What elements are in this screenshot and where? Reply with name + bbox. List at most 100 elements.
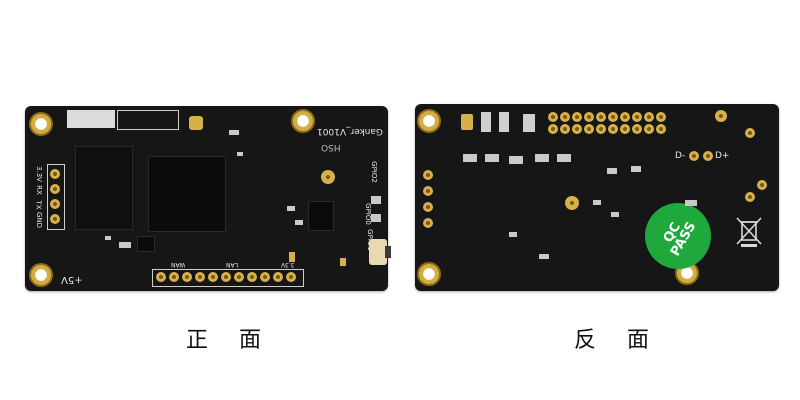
front-caption: 正 面 <box>186 328 273 353</box>
qc-sticker-text: QC PASS <box>654 207 703 265</box>
smd-component <box>371 214 381 222</box>
header-pin <box>50 169 60 179</box>
pad-small <box>189 116 203 130</box>
header-pin <box>182 272 192 282</box>
silkscreen-block <box>67 110 115 128</box>
main-processor-chip <box>148 156 226 232</box>
header-pin <box>50 184 60 194</box>
board-marking: HSO <box>321 142 341 152</box>
top-pad <box>644 124 654 134</box>
usb-pad <box>689 151 699 161</box>
header-pin <box>260 272 270 282</box>
top-pad <box>560 112 570 122</box>
mounting-hole-top-right <box>715 110 727 122</box>
header-pin <box>247 272 257 282</box>
top-pad <box>572 124 582 134</box>
smd-component <box>119 242 131 248</box>
header-pin <box>273 272 283 282</box>
power-label: +5V <box>61 274 83 285</box>
pad-large <box>523 114 535 132</box>
smd-component <box>539 254 549 259</box>
smd-component <box>685 200 697 206</box>
top-pad <box>632 124 642 134</box>
top-pad <box>608 124 618 134</box>
bottom-header-outline <box>152 269 304 287</box>
left-header-outline <box>47 164 65 230</box>
mounting-hole-bottom-left <box>417 262 441 286</box>
top-pad <box>656 112 666 122</box>
usb-pad <box>703 151 713 161</box>
header-pin <box>234 272 244 282</box>
smd-component <box>557 154 571 162</box>
smd-component <box>340 258 346 266</box>
edge-pad <box>745 192 755 202</box>
top-pad <box>548 124 558 134</box>
header-label-lan: LAN <box>226 261 239 268</box>
antenna-pad <box>321 170 335 184</box>
side-pad <box>423 218 433 228</box>
smd-component <box>463 154 477 162</box>
top-pad <box>632 112 642 122</box>
usb-label-dplus: D+ <box>715 151 730 161</box>
crossed-bin-icon <box>735 214 763 248</box>
top-pad <box>596 124 606 134</box>
front-board: 3.3V RX TX GND +5V Ganker_V1001 HSO GPIO… <box>25 106 391 291</box>
header-pin <box>195 272 205 282</box>
usb-label-dminus: D- <box>675 151 686 161</box>
qc-pass-sticker: QC PASS <box>645 203 711 269</box>
top-pad <box>560 124 570 134</box>
side-pad <box>423 186 433 196</box>
top-pad <box>656 124 666 134</box>
smd-component <box>607 168 617 174</box>
model-label: Ganker_V1001 <box>317 126 383 136</box>
side-pin-label: RX <box>34 185 43 195</box>
top-pad <box>620 124 630 134</box>
smd-component <box>611 212 619 217</box>
side-pad <box>423 170 433 180</box>
side-pin-label: TX <box>34 200 43 210</box>
header-pin <box>50 199 60 209</box>
pad-large <box>481 112 491 132</box>
header-label-3v3: 3.3V <box>281 261 295 268</box>
small-chip <box>137 236 155 252</box>
header-label-wan: WAN <box>171 261 186 268</box>
smd-component <box>631 166 641 172</box>
smd-component <box>289 252 295 262</box>
header-pin <box>286 272 296 282</box>
smd-component <box>535 154 549 162</box>
header-pin <box>221 272 231 282</box>
pad-large <box>461 114 473 130</box>
side-pin-label: 3.3V <box>34 166 43 182</box>
header-pin <box>169 272 179 282</box>
smd-component <box>485 154 499 162</box>
header-pin <box>208 272 218 282</box>
mounting-hole-top-left <box>417 109 441 133</box>
center-test-pad <box>565 196 579 210</box>
smd-component <box>593 200 601 205</box>
smd-component <box>509 232 517 237</box>
regulator-chip <box>308 201 334 231</box>
top-gpio-label: GPIO2 <box>369 161 378 183</box>
smd-component <box>237 152 243 156</box>
top-pad <box>584 124 594 134</box>
edge-pad <box>757 180 767 190</box>
button-cap <box>385 246 391 258</box>
mounting-hole-bottom-left <box>29 263 53 287</box>
smd-component <box>295 220 303 225</box>
top-pad <box>584 112 594 122</box>
side-pin-label: GND <box>35 211 44 229</box>
smd-component <box>371 196 381 204</box>
reset-button[interactable] <box>369 239 387 265</box>
smd-component <box>105 236 111 240</box>
side-pad <box>423 202 433 212</box>
header-pin <box>156 272 166 282</box>
back-caption: 反 面 <box>574 328 661 353</box>
top-pad <box>608 112 618 122</box>
mounting-hole-top-left <box>29 112 53 136</box>
smd-component <box>229 130 239 135</box>
header-pin <box>50 214 60 224</box>
top-pad <box>596 112 606 122</box>
flash-chip <box>75 146 133 230</box>
top-pad <box>620 112 630 122</box>
pad-large <box>499 112 509 132</box>
